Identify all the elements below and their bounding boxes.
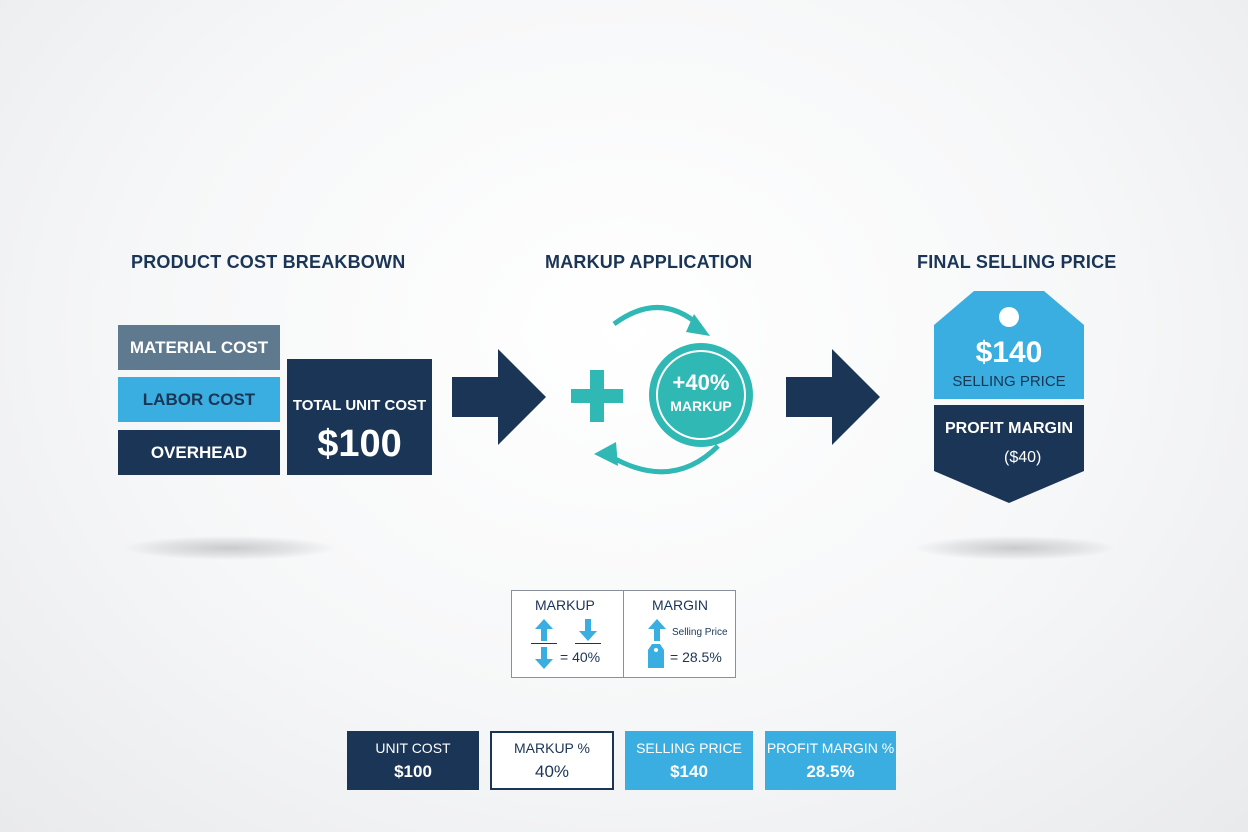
margin-caption: Selling Price [672,627,728,638]
markup-application-title: MARKUP APPLICATION [545,252,753,272]
summary-unit-cost-value: $100 [394,762,432,781]
final-selling-price-title: FINAL SELLING PRICE [917,252,1117,272]
overhead-bar: OVERHEAD [118,430,280,475]
comparison-margin-header: MARGIN [652,597,708,613]
fraction-line-right [575,643,601,644]
summary-markup-percent-value: 40% [534,762,570,781]
price-tag-icon [934,291,1084,503]
flow-arrow-right-2 [786,349,880,445]
summary-profit-margin-value: 28.5% [806,762,855,781]
markup-percent: +40% [672,370,730,395]
total-unit-cost-box: TOTAL UNIT COST $100 [287,359,432,475]
profit-margin-value: ($40) [1004,449,1042,466]
down-arrow-icon [535,647,553,669]
total-unit-cost-value: $100 [317,423,402,465]
markup-result: = 40% [560,649,601,665]
profit-margin-label: PROFIT MARGIN [945,420,1073,437]
flow-arrow-right-1 [452,349,546,445]
summary-markup-percent-label: MARKUP % [514,740,590,756]
total-unit-cost-label: TOTAL UNIT COST [292,397,427,414]
material-cost-bar: MATERIAL COST [118,325,280,370]
comparison-divider [623,591,624,677]
comparison-markup-header: MARKUP [535,597,595,613]
plus-icon [571,370,623,422]
summary-unit-cost-label: UNIT COST [375,740,451,756]
price-tag-small-icon [648,644,664,668]
up-arrow-icon [648,619,666,641]
down-arrow-icon [579,619,597,641]
price-tag-shadow [915,536,1115,560]
fraction-line-left [531,643,557,644]
summary-selling-price-value: $140 [670,762,708,781]
margin-result: = 28.5% [670,649,722,665]
markup-label: MARKUP [670,398,732,414]
cost-breakdown-shadow [125,536,335,560]
summary-unit-cost: UNIT COST $100 [347,731,479,790]
cycle-arrows-icon [594,305,720,475]
markup-margin-comparison: MARKUP MARGIN = 40% Selling Price = 28.5… [511,590,736,678]
labor-cost-bar: LABOR COST [118,377,280,422]
cost-breakdown-title: PRODUCT COST BREAKBOWN [131,252,406,272]
selling-price-label: SELLING PRICE [952,373,1066,390]
summary-profit-margin: PROFIT MARGIN % 28.5% [765,731,896,790]
summary-selling-price: SELLING PRICE $140 [625,731,753,790]
markup-circle-icon [649,343,753,447]
summary-markup-percent: MARKUP % 40% [490,731,614,790]
summary-profit-margin-label: PROFIT MARGIN % [766,740,895,756]
selling-price-value: $140 [975,336,1043,369]
up-arrow-icon [535,619,553,641]
summary-selling-price-label: SELLING PRICE [636,740,742,756]
